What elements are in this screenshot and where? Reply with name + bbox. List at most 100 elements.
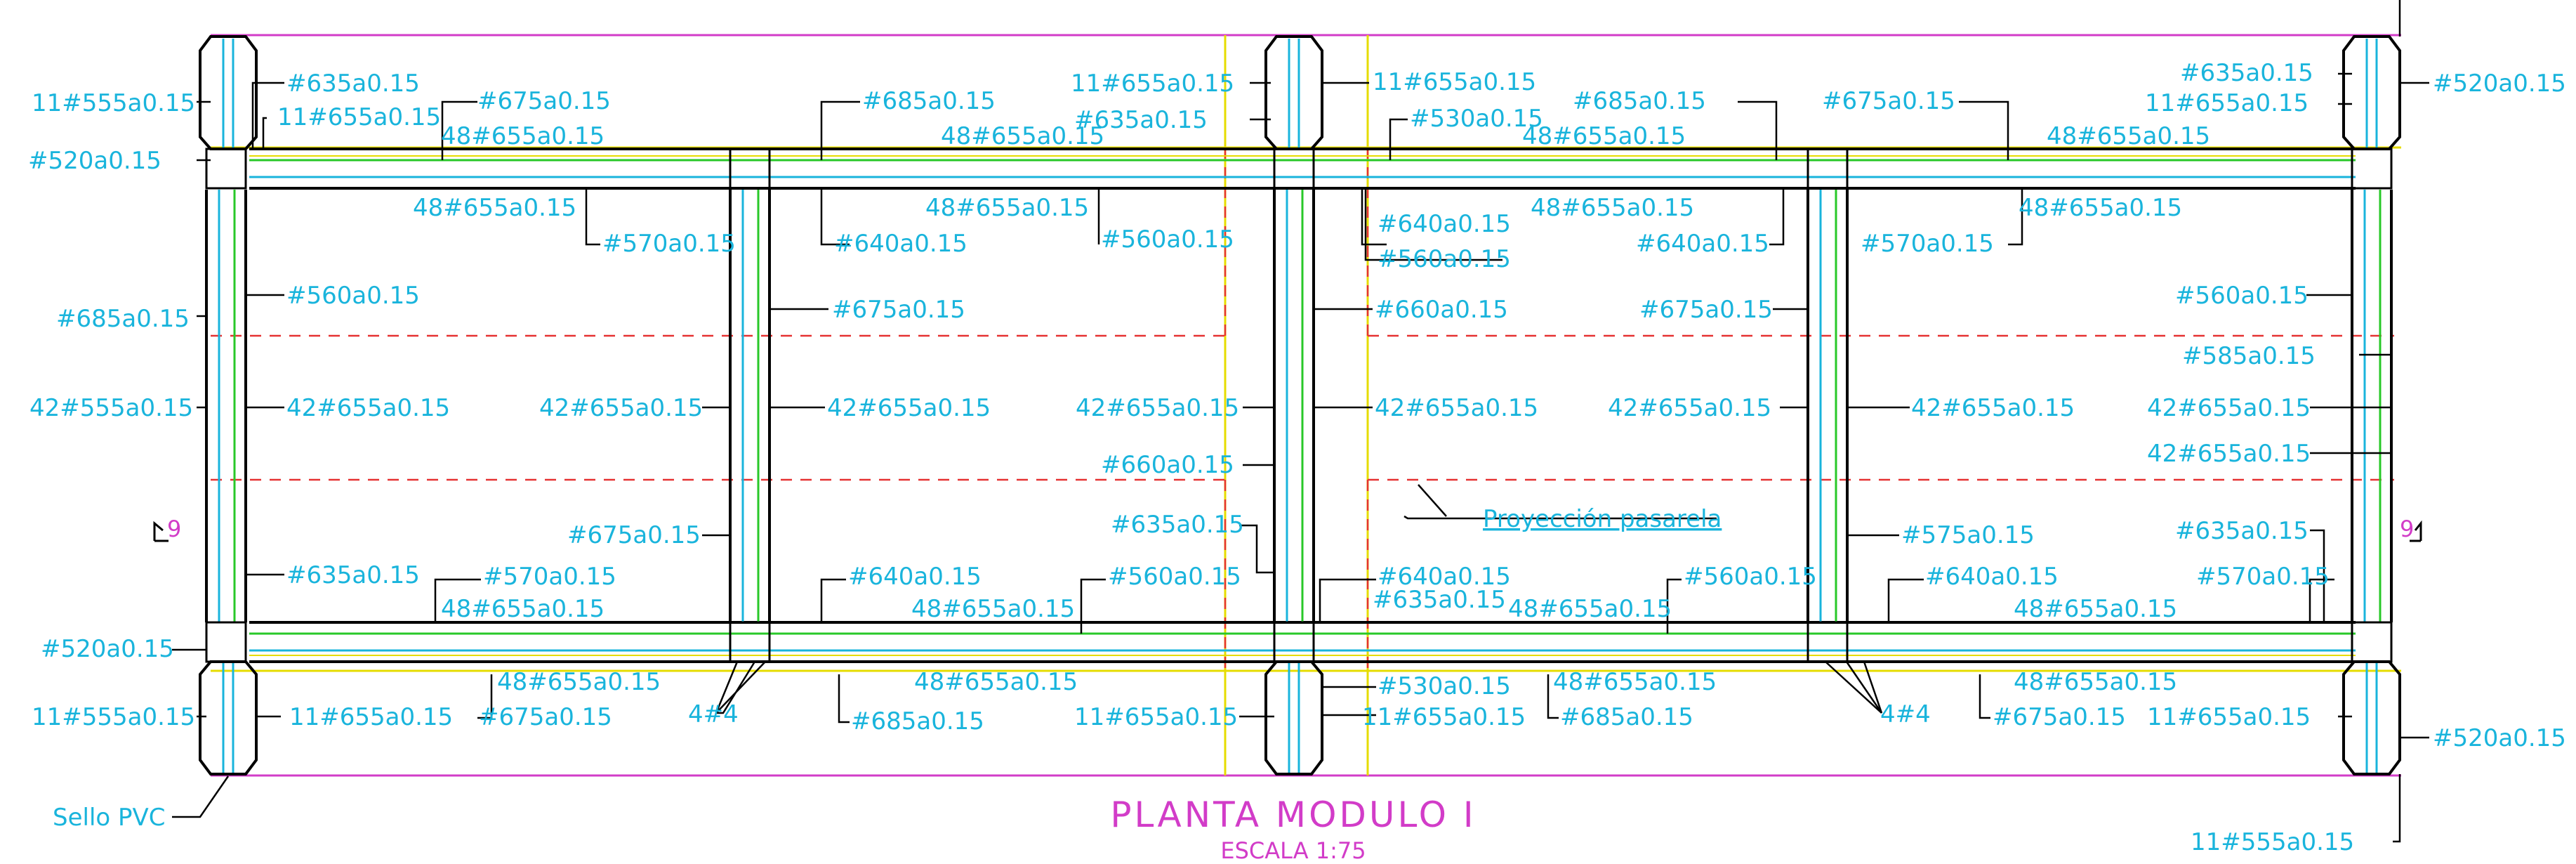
drawing-scale: ESCALA 1:75 — [1220, 837, 1366, 864]
rebar-label: 11#655a0.15 — [2145, 89, 2309, 117]
rebar-label: #635a0.15 — [286, 561, 420, 589]
rebar-label: 48#655a0.15 — [441, 122, 605, 150]
rebar-label: 48#655a0.15 — [914, 668, 1078, 696]
rebar-label: #570a0.15 — [2196, 563, 2330, 591]
rebar-label: #520a0.15 — [41, 635, 174, 663]
walkway-projection-lines — [211, 148, 2394, 671]
rebar-label: #570a0.15 — [483, 563, 616, 591]
rebar-label: #520a0.15 — [28, 147, 161, 175]
rebar-label: #675a0.15 — [1993, 703, 2126, 731]
rebar-label: #640a0.15 — [1378, 210, 1511, 238]
rebar-label: 11#655a0.15 — [1362, 703, 1526, 731]
rebar-label: #640a0.15 — [1925, 563, 2059, 591]
projection-note: Proyección pasarela — [1483, 505, 1722, 533]
rebar-label: #675a0.15 — [832, 296, 965, 324]
rebar-label: 11#655a0.15 — [1074, 703, 1238, 731]
rebar-label: #530a0.15 — [1410, 105, 1543, 133]
rebar-label: 4#4 — [688, 700, 739, 728]
column-beam-4 — [1806, 190, 1849, 622]
section-marker-right-label: 9 — [2400, 516, 2414, 542]
rebar-label: 48#655a0.15 — [413, 194, 576, 222]
drawing-title: PLANTA MODULO I — [1110, 794, 1476, 835]
rebar-label: 48#655a0.15 — [2019, 194, 2182, 222]
rebar-label: 48#655a0.15 — [2014, 595, 2177, 623]
rebar-label: #685a0.15 — [56, 305, 190, 333]
rebar-label: 42#655a0.15 — [286, 394, 450, 422]
rebar-label: #635a0.15 — [2175, 517, 2309, 545]
rebar-label: 42#655a0.15 — [539, 394, 703, 422]
rebar-label: #635a0.15 — [1111, 511, 1244, 539]
rebar-label: 42#655a0.15 — [827, 394, 991, 422]
section-marker-right: 9 — [2400, 516, 2422, 542]
rebar-label: #560a0.15 — [1378, 245, 1511, 273]
stub-bottom-3 — [1264, 660, 1323, 775]
rebar-label: #635a0.15 — [286, 70, 420, 98]
rebar-label: 42#655a0.15 — [2147, 394, 2311, 422]
rebar-label: 11#555a0.15 — [32, 89, 195, 117]
rebar-label: 48#655a0.15 — [925, 194, 1089, 222]
rebar-label: #685a0.15 — [1573, 87, 1706, 115]
rebar-label: 48#655a0.15 — [1531, 194, 1694, 222]
rebar-label: 11#655a0.15 — [277, 103, 441, 131]
stub-bottom-1 — [199, 660, 258, 775]
rebar-label: #640a0.15 — [1378, 563, 1511, 591]
rebar-label: 42#555a0.15 — [29, 394, 193, 422]
rebar-label: #685a0.15 — [851, 707, 984, 735]
rebar-label: #575a0.15 — [1901, 521, 2035, 549]
rebar-label: 11#555a0.15 — [2191, 828, 2354, 856]
column-beam-3 — [1273, 190, 1315, 622]
rebar-label: #635a0.15 — [1074, 106, 1208, 134]
rebar-label: #675a0.15 — [1639, 296, 1773, 324]
rebar-label: #560a0.15 — [2175, 282, 2309, 310]
rebar-label: #560a0.15 — [1684, 563, 1817, 591]
rebar-label: 11#655a0.15 — [289, 703, 453, 731]
rebar-label: 48#655a0.15 — [2014, 668, 2177, 696]
rebar-label: 11#555a0.15 — [32, 703, 195, 731]
stub-top-3 — [1264, 35, 1323, 150]
top-beam — [249, 148, 2356, 190]
rebar-label: #685a0.15 — [1560, 703, 1693, 731]
rebar-label: 48#655a0.15 — [441, 595, 605, 623]
rebar-label: 4#4 — [1880, 700, 1931, 728]
rebar-label: 11#655a0.15 — [1373, 68, 1536, 96]
bottom-beam — [249, 621, 2356, 663]
rebar-label: 42#655a0.15 — [1375, 394, 1538, 422]
rebar-labels: #635a0.15 11#555a0.15 #675a0.15 11#655a0… — [28, 59, 2566, 856]
column-beam-1 — [205, 190, 247, 622]
rebar-label: #675a0.15 — [479, 703, 612, 731]
rebar-label: #560a0.15 — [1108, 563, 1241, 591]
rebar-label: #520a0.15 — [2433, 70, 2566, 98]
section-marker-left: 9 — [153, 516, 181, 542]
vertical-beams — [205, 190, 2393, 622]
column-beam-5 — [2351, 190, 2393, 622]
rebar-label: 48#655a0.15 — [941, 122, 1104, 150]
rebar-label: 42#655a0.15 — [2147, 440, 2311, 468]
rebar-label: #520a0.15 — [2433, 724, 2566, 752]
stub-top-5 — [2342, 35, 2401, 150]
column-beam-2 — [729, 190, 771, 622]
rebar-label: #570a0.15 — [602, 230, 736, 258]
rebar-label: 11#655a0.15 — [2147, 703, 2311, 731]
rebar-label: 48#655a0.15 — [911, 595, 1075, 623]
rebar-label: 42#655a0.15 — [1911, 394, 2075, 422]
column-stub-rebar — [222, 39, 2378, 773]
rebar-label: 48#655a0.15 — [1522, 122, 1686, 150]
rebar-label: #675a0.15 — [1822, 87, 1955, 115]
rebar-label: #675a0.15 — [567, 521, 701, 549]
leader-lines — [172, 0, 2429, 843]
rebar-label: #640a0.15 — [834, 230, 967, 258]
rebar-label: #635a0.15 — [2180, 59, 2313, 87]
rebar-label: 48#655a0.15 — [2047, 122, 2210, 150]
rebar-label: #635a0.15 — [1373, 586, 1506, 614]
rebar-label: 42#655a0.15 — [1076, 394, 1239, 422]
rebar-label: #685a0.15 — [862, 87, 996, 115]
beam-intersections — [205, 148, 2393, 663]
rebar-label: #640a0.15 — [848, 563, 982, 591]
rebar-label: #640a0.15 — [1636, 230, 1769, 258]
rebar-label: 48#655a0.15 — [1508, 595, 1672, 623]
section-marker-left-label: 9 — [167, 516, 181, 542]
stub-top-1 — [199, 35, 258, 150]
stub-bottom-5 — [2342, 660, 2401, 775]
rebar-label: #660a0.15 — [1101, 451, 1234, 479]
